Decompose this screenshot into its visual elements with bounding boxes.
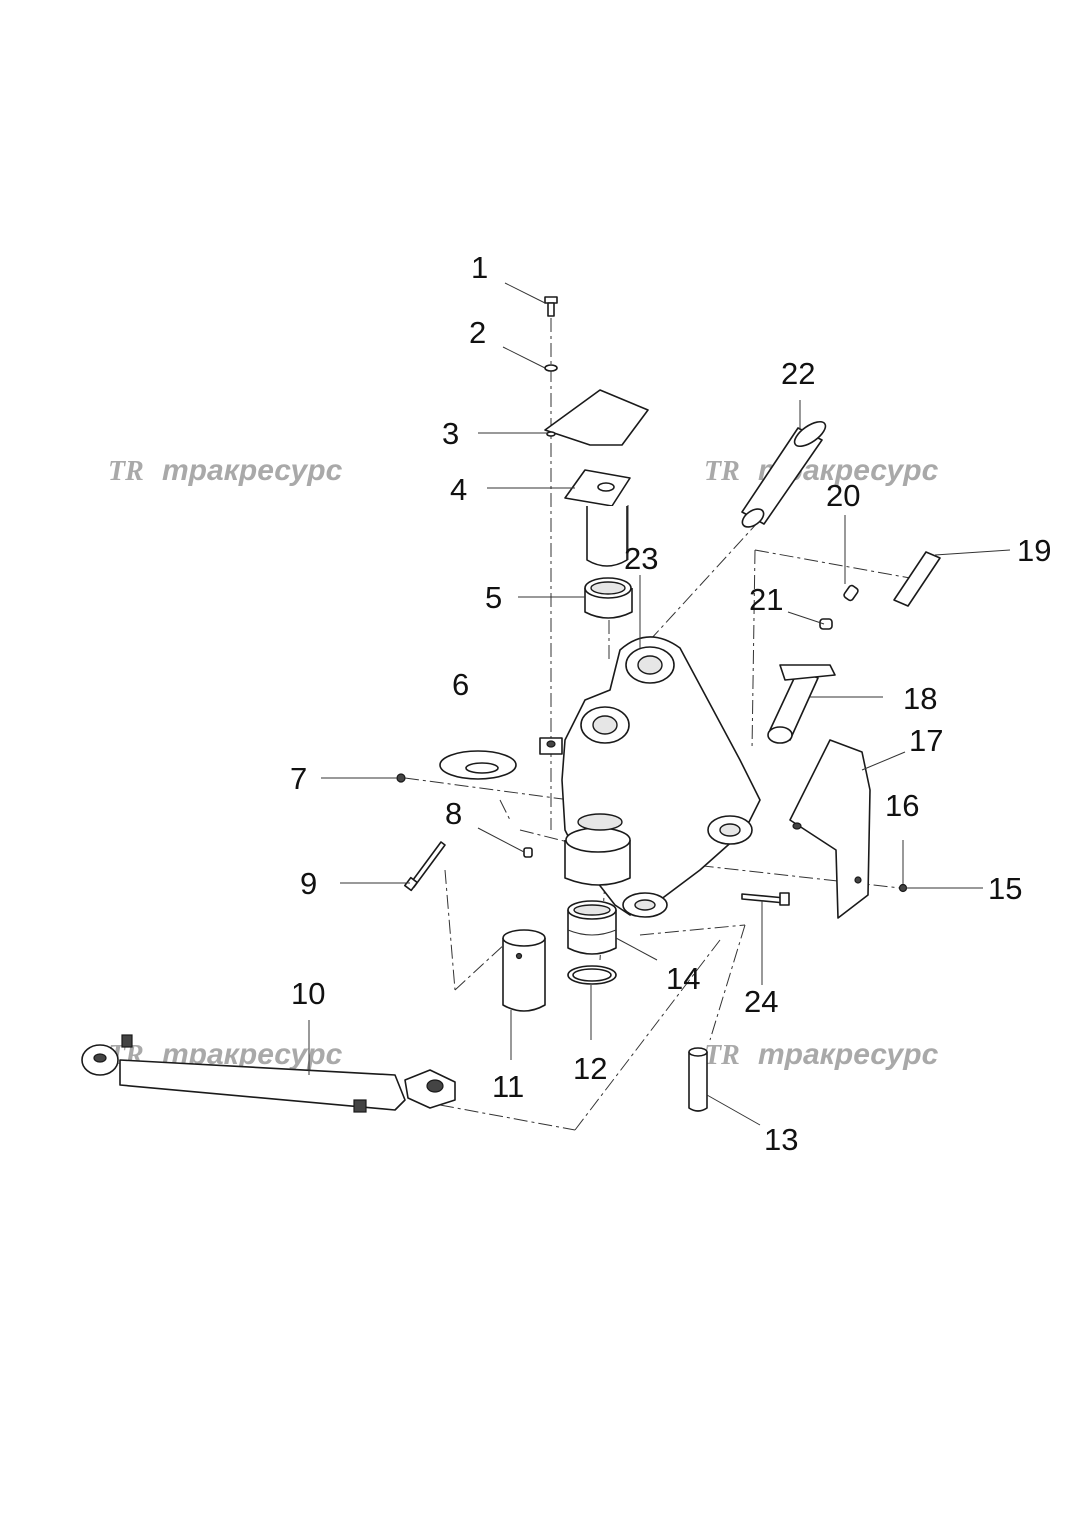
callout-10: 10 xyxy=(291,976,325,1011)
part-2-washer xyxy=(544,364,558,372)
callout-12: 12 xyxy=(573,1051,607,1086)
callout-19: 19 xyxy=(1017,533,1051,568)
part-10-hydraulic-cylinder xyxy=(81,1034,456,1113)
part-20-fitting xyxy=(843,584,859,602)
watermark-text: тракресурс xyxy=(162,454,343,487)
callout-8: 8 xyxy=(445,796,462,831)
watermark-logo: TR xyxy=(108,456,144,487)
part-7-nut xyxy=(396,773,406,783)
part-8-grease-fitting xyxy=(523,847,533,858)
part-15-nut xyxy=(898,883,908,893)
callout-1: 1 xyxy=(471,250,488,285)
callout-16: 16 xyxy=(885,788,919,823)
watermark-text: тракресурс xyxy=(758,1038,939,1071)
callout-22: 22 xyxy=(781,356,815,391)
callout-2: 2 xyxy=(469,315,486,350)
part-11-pin xyxy=(502,929,546,1012)
part-23-bracket xyxy=(539,636,761,918)
part-18-pin xyxy=(767,664,836,744)
callout-21: 21 xyxy=(749,582,783,617)
callout-20: 20 xyxy=(826,478,860,513)
part-6-thrust-washer xyxy=(439,750,517,780)
callout-7: 7 xyxy=(290,761,307,796)
watermark-logo: TR xyxy=(704,1040,740,1071)
part-17-guard xyxy=(789,739,871,919)
part-3-cover-plate xyxy=(544,389,649,446)
part-22-main-pin xyxy=(741,420,827,528)
callout-23: 23 xyxy=(624,541,658,576)
part-21-fitting xyxy=(819,618,833,630)
watermark-top-left: TR тракресурс xyxy=(108,454,343,487)
callout-18: 18 xyxy=(903,681,937,716)
callout-13: 13 xyxy=(764,1122,798,1157)
callout-4: 4 xyxy=(450,472,467,507)
watermark-logo: TR xyxy=(704,456,740,487)
part-24-bolt xyxy=(741,892,790,906)
callout-24: 24 xyxy=(744,984,778,1019)
part-9-long-bolt xyxy=(403,841,446,892)
leader-lines xyxy=(308,282,1011,1126)
callout-6: 6 xyxy=(452,667,469,702)
part-4-plate-pin xyxy=(564,469,631,567)
callout-14: 14 xyxy=(666,961,700,996)
callout-11: 11 xyxy=(492,1069,524,1104)
part-1-bolt xyxy=(544,296,558,317)
part-12-ring xyxy=(567,965,617,985)
part-5-bushing xyxy=(584,577,633,619)
part-13-pin xyxy=(688,1047,708,1112)
callout-3: 3 xyxy=(442,416,459,451)
part-19-pin xyxy=(893,551,941,607)
callout-5: 5 xyxy=(485,580,502,615)
callout-17: 17 xyxy=(909,723,943,758)
callout-15: 15 xyxy=(988,871,1022,906)
callout-labels: 1 2 3 4 5 6 7 8 9 10 11 12 13 14 15 16 1… xyxy=(290,250,1051,1157)
watermark-bottom-right: TR тракресурс xyxy=(704,1038,939,1071)
callout-9: 9 xyxy=(300,866,317,901)
part-14-bushing xyxy=(567,900,617,955)
watermark-top-right: TR тракресурс xyxy=(704,454,939,487)
